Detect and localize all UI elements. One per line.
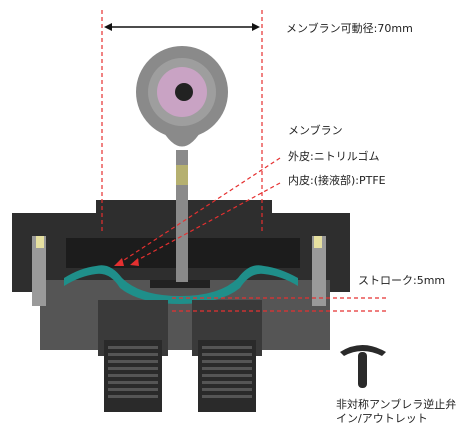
label-membrane-diameter: メンブラン可動径:70mm [286, 22, 413, 35]
right-post [312, 236, 326, 306]
label-membrane: メンブラン [288, 124, 343, 137]
label-inner-skin: 内皮:(接液部):PTFE [288, 174, 386, 187]
arrowhead-left [104, 23, 112, 31]
outer-skin-arrowhead [114, 258, 124, 266]
arrowhead-right [252, 23, 260, 31]
right-post-cap [314, 236, 322, 248]
left-valve-block [98, 300, 168, 412]
cam-hub [175, 83, 193, 101]
rod-slot [176, 165, 188, 185]
label-valve-line2: イン/アウトレット [336, 412, 428, 425]
label-valve-line1: 非対称アンブレラ逆止弁 [336, 398, 457, 411]
membrane-plate [150, 280, 210, 288]
left-post-cap [36, 236, 44, 248]
label-outer-skin: 外皮:ニトリルゴム [288, 150, 380, 163]
umbrella-valve-icon [340, 345, 386, 388]
membrane-shape [64, 265, 298, 304]
outer-skin-leader [117, 157, 281, 265]
pump-lower-block [40, 280, 330, 350]
right-valve-block [192, 300, 262, 412]
left-post [32, 236, 46, 306]
inner-skin-arrowhead [130, 258, 139, 266]
label-stroke: ストローク:5mm [358, 274, 446, 287]
